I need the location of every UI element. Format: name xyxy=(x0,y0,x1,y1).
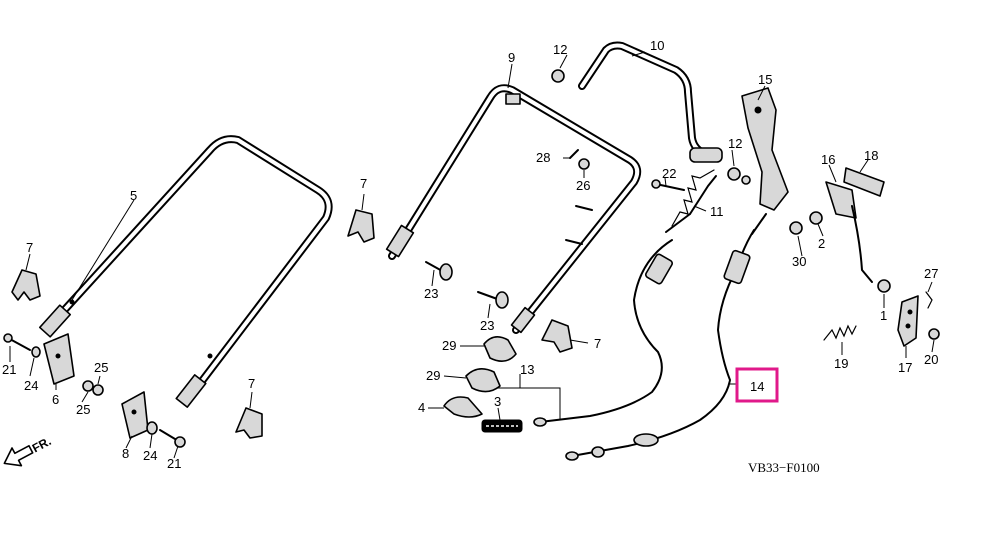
clip-part-4[interactable] xyxy=(443,396,483,418)
clip-part-29-lower[interactable] xyxy=(465,368,501,393)
leader-lines xyxy=(9,51,935,459)
knob-part-7-left[interactable] xyxy=(11,269,41,301)
bolt-part-20[interactable] xyxy=(928,328,940,340)
callout-7-right: 7 xyxy=(594,336,601,351)
bolt-part-21-left[interactable] xyxy=(3,333,31,351)
pin-part-27[interactable] xyxy=(925,291,933,309)
nut-part-extra[interactable] xyxy=(741,175,751,185)
front-direction-indicator: FR. xyxy=(3,434,54,467)
callout-4: 4 xyxy=(418,400,425,415)
callout-labels: 5 9 10 12 12 15 16 18 2 30 27 1 19 17 20… xyxy=(2,38,938,471)
callout-14: 14 xyxy=(750,379,764,394)
callout-25-a: 25 xyxy=(94,360,108,375)
callout-24-bottom: 24 xyxy=(143,448,157,463)
direction-label: FR. xyxy=(30,434,54,455)
callout-19: 19 xyxy=(834,356,848,371)
callout-18: 18 xyxy=(864,148,878,163)
diagram-code: VB33−F0100 xyxy=(748,460,820,475)
callout-24-left: 24 xyxy=(24,378,38,393)
callout-11: 11 xyxy=(710,204,724,219)
knob-part-7-center[interactable] xyxy=(347,209,375,243)
bolt-part-30[interactable] xyxy=(789,221,803,235)
callout-30: 30 xyxy=(792,254,806,269)
callout-2: 2 xyxy=(818,236,825,251)
callout-17: 17 xyxy=(898,360,912,375)
callout-21-bottom: 21 xyxy=(167,456,181,471)
cable-part-14[interactable] xyxy=(565,213,767,461)
nut-part-25-b[interactable] xyxy=(82,380,94,392)
callout-15: 15 xyxy=(758,72,772,87)
lower-handle-part-5[interactable] xyxy=(38,135,333,408)
washer-part-24-left[interactable] xyxy=(31,346,41,358)
clip-part-29-upper[interactable] xyxy=(483,336,517,362)
callout-7-center: 7 xyxy=(360,176,367,191)
spring-part-19[interactable] xyxy=(823,324,857,341)
callout-12-right: 12 xyxy=(728,136,742,151)
callout-29-lower: 29 xyxy=(426,368,440,383)
callout-7-bottom: 7 xyxy=(248,376,255,391)
bolt-part-23-b[interactable] xyxy=(477,291,509,309)
callout-12-top: 12 xyxy=(553,42,567,57)
nut-part-12-right[interactable] xyxy=(727,167,741,181)
callout-3: 3 xyxy=(494,394,501,409)
bracket-part-15[interactable] xyxy=(741,87,789,211)
callout-1: 1 xyxy=(880,308,887,323)
clip-part-18[interactable] xyxy=(843,167,885,197)
callout-23-b: 23 xyxy=(480,318,494,333)
upper-handle-part-9[interactable] xyxy=(385,84,642,334)
nut-part-12-top[interactable] xyxy=(551,69,565,83)
callout-16: 16 xyxy=(821,152,835,167)
highlight-box xyxy=(735,367,779,403)
callout-13: 13 xyxy=(520,362,534,377)
pin-part-28[interactable] xyxy=(569,149,579,159)
callout-8: 8 xyxy=(122,446,129,461)
bracket-part-6[interactable] xyxy=(43,333,75,385)
highlight-callout-14[interactable]: 14 xyxy=(735,367,779,403)
plate-part-16[interactable] xyxy=(825,181,873,283)
bracket-part-8[interactable] xyxy=(121,391,149,439)
washer-part-26[interactable] xyxy=(578,158,590,170)
callout-29-upper: 29 xyxy=(442,338,456,353)
callout-22: 22 xyxy=(662,166,676,181)
cable-part-13[interactable] xyxy=(533,175,717,427)
callout-10: 10 xyxy=(650,38,664,53)
washer-part-2[interactable] xyxy=(809,211,823,225)
bolt-part-21-bottom[interactable] xyxy=(159,429,186,448)
callout-20: 20 xyxy=(924,352,938,367)
knob-part-7-right[interactable] xyxy=(541,319,573,353)
nut-part-1[interactable] xyxy=(877,279,891,293)
callout-26: 26 xyxy=(576,178,590,193)
knob-part-7-bottom[interactable] xyxy=(235,407,263,439)
callout-7-left: 7 xyxy=(26,240,33,255)
front-arrow-icon xyxy=(3,444,34,467)
lever-part-17[interactable] xyxy=(897,295,919,347)
spring-part-11[interactable] xyxy=(671,169,715,227)
control-bar-part-10[interactable] xyxy=(578,41,723,163)
callout-23-a: 23 xyxy=(424,286,438,301)
spring-part-3[interactable] xyxy=(481,419,523,433)
callout-5: 5 xyxy=(130,188,137,203)
nut-part-25-a[interactable] xyxy=(92,384,104,396)
washer-part-24-bottom[interactable] xyxy=(146,421,158,435)
bolt-part-23-a[interactable] xyxy=(425,261,453,281)
callout-27: 27 xyxy=(924,266,938,281)
callout-6: 6 xyxy=(52,392,59,407)
callout-21-left: 21 xyxy=(2,362,16,377)
bolt-part-22[interactable] xyxy=(651,179,685,191)
callout-9: 9 xyxy=(508,50,515,65)
callout-28: 28 xyxy=(536,150,550,165)
callout-25-b: 25 xyxy=(76,402,90,417)
